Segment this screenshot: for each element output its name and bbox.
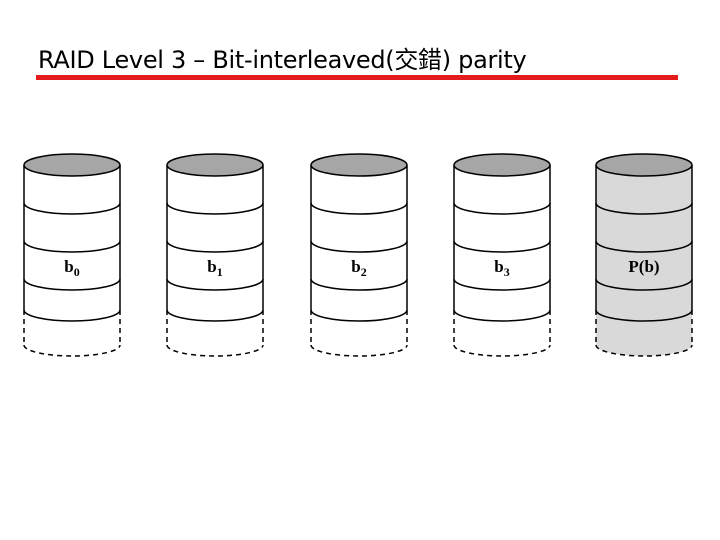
parity-disk-label: P(b)	[628, 257, 659, 276]
disk-1: b1	[167, 154, 263, 356]
disk-top	[596, 154, 692, 176]
disk-top	[454, 154, 550, 176]
disk-0: b0	[24, 154, 120, 356]
disk-top	[167, 154, 263, 176]
disk-2: b2	[311, 154, 407, 356]
disk-top	[311, 154, 407, 176]
disk-top	[24, 154, 120, 176]
disk-3: b3	[454, 154, 550, 356]
disk-4: P(b)	[596, 154, 692, 356]
